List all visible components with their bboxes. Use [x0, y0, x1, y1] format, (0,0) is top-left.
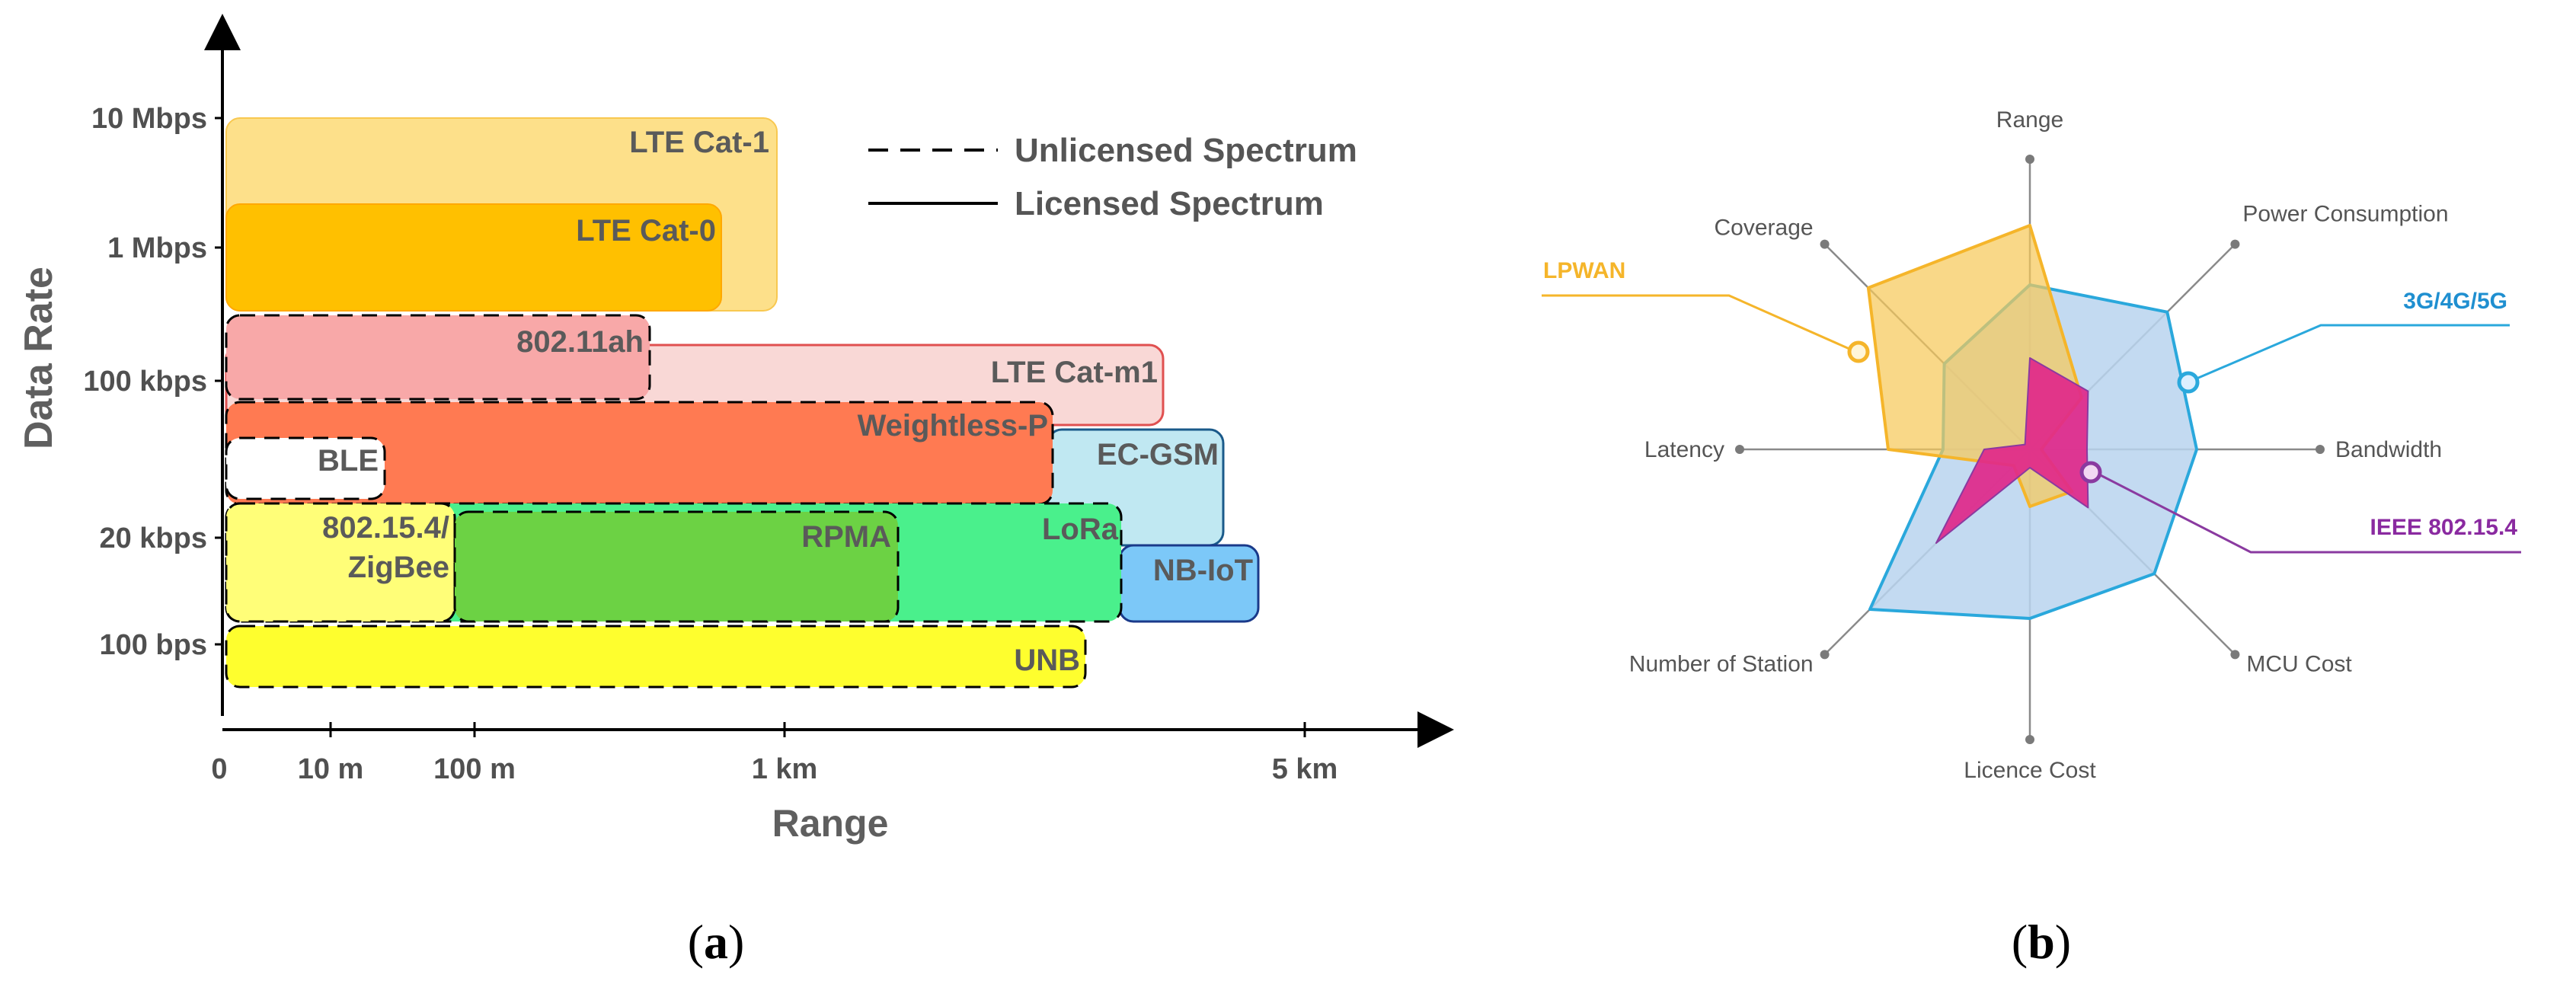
bar-label-rpma: RPMA — [801, 520, 891, 554]
lpwan-callout-line — [1542, 294, 1857, 353]
cellular-label: 3G/4G/5G — [2403, 289, 2507, 314]
bar-label-weightless-p: Weightless-P — [858, 409, 1048, 443]
radar-axis-label-range: Range — [1996, 107, 2063, 133]
radar-series-ieee-802-15-4 — [1935, 357, 2089, 544]
ieee-callout-marker — [2079, 461, 2102, 484]
x-axis-label: Range — [772, 802, 889, 845]
bar-label-ec-gsm: EC-GSM — [1097, 438, 1219, 471]
radar-axis-label-bandwidth: Bandwidth — [2335, 437, 2442, 462]
bar-label-lte-cat-m1: LTE Cat-m1 — [991, 356, 1158, 389]
radar-axis-end-number-of-station — [1820, 650, 1830, 660]
x-tick-label: 5 km — [1272, 753, 1338, 785]
y-ticks: 10 Mbps 1 Mbps 100 kbps 20 kbps 100 bps — [83, 103, 222, 661]
bar-weightless-p — [225, 401, 1054, 506]
bar-unb — [225, 625, 1087, 689]
radar-axis-end-power-consumption — [2230, 239, 2240, 249]
bar-label-unb: UNB — [1014, 644, 1080, 677]
cellular-callout-line — [2191, 324, 2510, 382]
y-tick-label: 1 Mbps — [107, 232, 207, 264]
radar-axis-end-mcu-cost — [2230, 650, 2240, 660]
bar-label-802-11ah: 802.11ah — [516, 325, 644, 359]
radar-axis-label-coverage: Coverage — [1715, 216, 1814, 241]
radar-axis-end-latency — [1735, 445, 1744, 454]
x-tick-label: 100 m — [433, 753, 516, 785]
caption-a: (a) — [688, 915, 745, 969]
radar-axis-label-mcu-cost: MCU Cost — [2246, 651, 2352, 676]
y-tick-label: 20 kbps — [99, 522, 207, 554]
bar-label-lora: LoRa — [1042, 513, 1119, 546]
radar-axis-end-coverage — [1820, 239, 1830, 249]
bar-label-nb-iot: NB-IoT — [1153, 554, 1253, 587]
bar-label-lte-cat-1: LTE Cat-1 — [629, 126, 769, 159]
ieee-label: IEEE 802.15.4 — [2370, 515, 2518, 540]
lpwan-label: LPWAN — [1543, 258, 1625, 283]
y-tick-label: 100 kbps — [83, 366, 207, 398]
bar-label-lte-cat-0: LTE Cat-0 — [576, 214, 716, 248]
radar-axis-end-bandwidth — [2316, 445, 2325, 454]
y-axis-label: Data Rate — [17, 267, 61, 449]
bar-802-15-4-zigbee — [225, 502, 456, 623]
lpwan-callout-marker — [1847, 340, 1870, 363]
series-callouts: LPWAN 3G/4G/5G IEEE 802.15.4 — [1542, 258, 2521, 554]
cellular-callout-marker — [2177, 371, 2200, 394]
bar-ble — [225, 436, 386, 500]
x-tick-label: 0 — [211, 753, 227, 785]
ieee-callout-line — [2094, 471, 2521, 554]
y-tick-label: 10 Mbps — [91, 103, 207, 135]
bar-label-802-15-4-zigbee: 802.15.4/ZigBee — [322, 511, 449, 584]
y-tick-label: 100 bps — [99, 629, 207, 661]
radar-axis-end-licence-cost — [2025, 735, 2034, 744]
radar-axis-label-power-consumption: Power Consumption — [2242, 202, 2448, 227]
bar-label-ble: BLE — [318, 444, 379, 478]
radar-axis-label-licence-cost: Licence Cost — [1964, 758, 2096, 783]
x-tick-label: 10 m — [298, 753, 364, 785]
legend-licensed-label: Licensed Spectrum — [1015, 185, 1324, 222]
caption-b: (b) — [2012, 915, 2071, 969]
radar-axis-label-number-of-station: Number of Station — [1629, 651, 1814, 676]
legend-unlicensed-label: Unlicensed Spectrum — [1015, 132, 1357, 169]
bar-802-11ah — [225, 314, 651, 401]
radar-axis-end-range — [2025, 155, 2034, 164]
x-tick-label: 1 km — [752, 753, 818, 785]
radar-axis-label-latency: Latency — [1644, 437, 1724, 462]
bar-rpma — [453, 510, 900, 623]
x-ticks: 0 10 m 100 m 1 km 5 km — [211, 722, 1338, 785]
radar-series — [1866, 224, 2198, 620]
bar-lte-cat-0 — [225, 203, 722, 312]
legend: Unlicensed Spectrum Licensed Spectrum — [868, 132, 1357, 222]
